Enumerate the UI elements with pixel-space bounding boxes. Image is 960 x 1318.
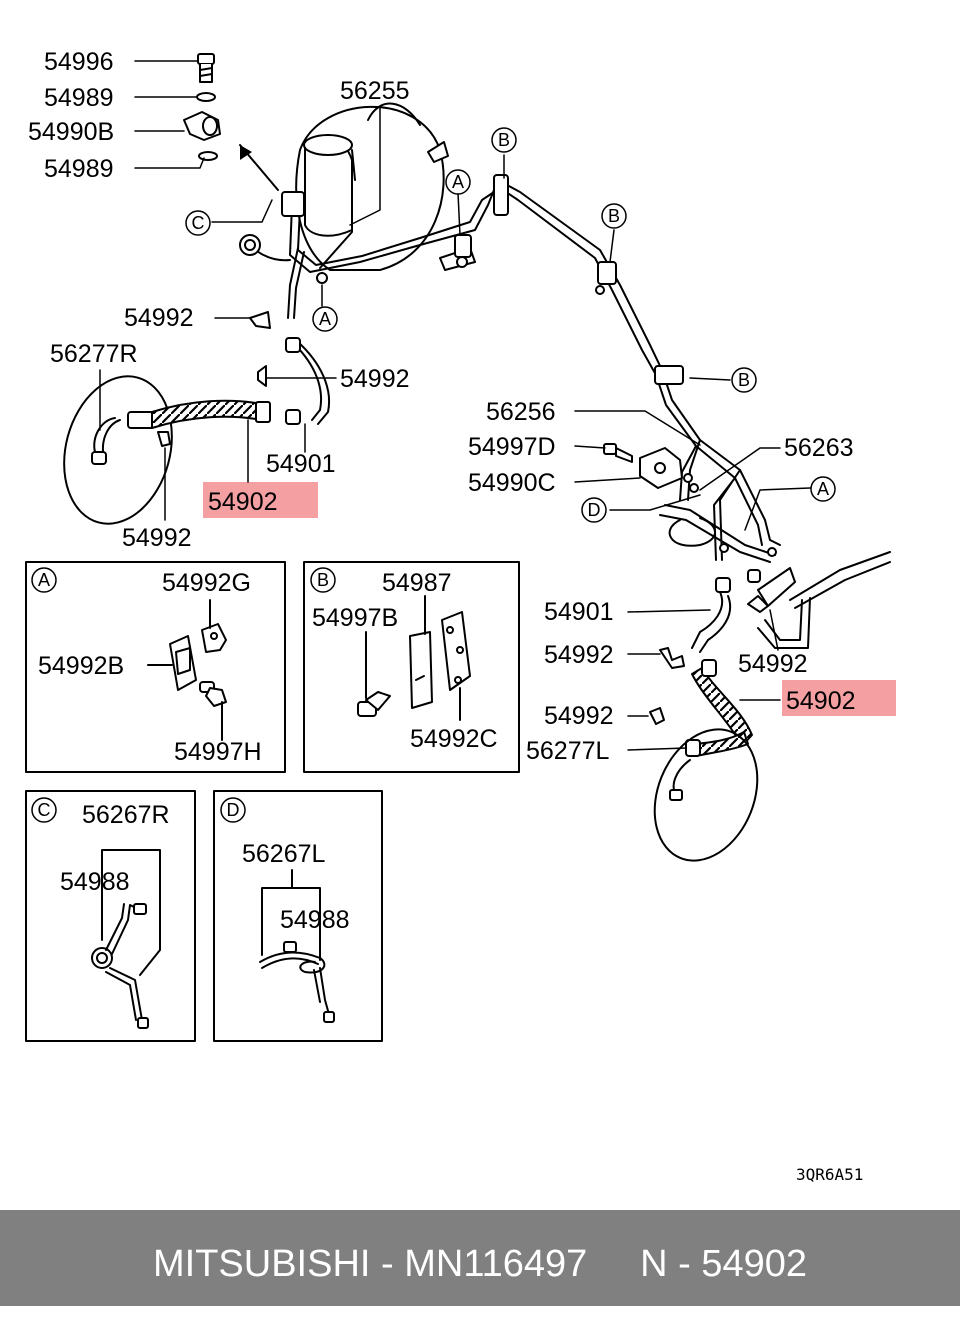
inset-d-parts <box>259 869 335 1023</box>
label-54901-left: 54901 <box>266 450 336 478</box>
callout-circles <box>185 127 836 523</box>
inset-d-frame <box>213 790 383 1042</box>
callout-a-1: A <box>452 172 464 192</box>
label-54902-right: 54902 <box>786 687 856 715</box>
label-54992-right-bracket: 54992 <box>738 650 808 678</box>
label-54988-c: 54988 <box>60 868 130 896</box>
inset-c-letter: C <box>38 800 51 820</box>
highlight-54902-left <box>203 482 318 518</box>
label-54992b: 54992B <box>38 652 124 680</box>
inset-callout-circles <box>31 567 336 823</box>
footer-bar: MITSUBISHI - MN116497 N - 54902 <box>0 1210 960 1306</box>
label-56255: 56255 <box>340 77 410 105</box>
inset-c-parts <box>91 849 161 1029</box>
callout-d-1: D <box>588 500 601 520</box>
callout-b-1: B <box>498 130 510 150</box>
parts-diagram: 54996 54989 54990B 54989 56255 54992 562… <box>25 48 896 1184</box>
label-54997d: 54997D <box>468 433 556 461</box>
inset-d-letter: D <box>227 800 240 820</box>
direction-arrow-icon <box>240 145 252 160</box>
left-brake-assembly <box>63 311 330 525</box>
label-54992-right-lower: 54992 <box>544 702 614 730</box>
label-56256: 56256 <box>486 398 556 426</box>
bolt-washer-stack <box>183 53 279 191</box>
highlight-54902-right <box>782 680 896 716</box>
label-54992-right-upper: 54992 <box>544 641 614 669</box>
footer-part-info: MITSUBISHI - MN116497 N - 54902 <box>153 1243 807 1285</box>
leader-lines <box>99 60 811 751</box>
inset-a-parts <box>147 599 227 741</box>
callout-a-2: A <box>319 309 331 329</box>
brake-line-diagram-svg: 54996 54989 54990B 54989 56255 54992 562… <box>25 48 896 1184</box>
label-54996: 54996 <box>44 48 114 76</box>
callout-a-3: A <box>817 479 829 499</box>
label-56263: 56263 <box>784 434 854 462</box>
label-54992g: 54992G <box>162 569 251 597</box>
label-56277r: 56277R <box>50 340 138 368</box>
brake-pipes <box>249 179 891 649</box>
inset-b-frame <box>303 561 520 773</box>
inset-b-parts <box>357 595 471 721</box>
pipe-clips <box>239 174 684 385</box>
label-54901-right: 54901 <box>544 598 614 626</box>
label-54987: 54987 <box>382 569 452 597</box>
label-56267l: 56267L <box>242 840 326 868</box>
label-54989-upper: 54989 <box>44 84 114 112</box>
inset-a-frame <box>25 561 286 773</box>
callout-b-2: B <box>608 206 620 226</box>
label-54992c: 54992C <box>410 725 498 753</box>
inset-a-letter: A <box>38 570 50 590</box>
label-54990c: 54990C <box>468 469 556 497</box>
part-labels: 54996 54989 54990B 54989 56255 54992 562… <box>28 48 856 934</box>
callout-b-3: B <box>738 370 750 390</box>
brake-booster <box>295 102 476 271</box>
inset-c-frame <box>25 790 196 1042</box>
callout-letters: B A B B C A D A A B C D <box>38 130 830 820</box>
label-54992-left-disc: 54992 <box>122 524 192 552</box>
label-56267r: 56267R <box>82 801 170 829</box>
label-56277l: 56277L <box>526 737 610 765</box>
inset-b-letter: B <box>317 570 329 590</box>
label-54902-left: 54902 <box>208 488 278 516</box>
label-54992-left-hose: 54992 <box>340 365 410 393</box>
diagram-code: 3QR6A51 <box>796 1165 863 1184</box>
callout-c-1: C <box>192 213 205 233</box>
junction-block <box>603 443 796 613</box>
label-54997b: 54997B <box>312 604 398 632</box>
label-54989-lower: 54989 <box>44 155 114 183</box>
label-54997h: 54997H <box>174 738 262 766</box>
right-brake-assembly <box>649 591 759 862</box>
label-54990b: 54990B <box>28 118 114 146</box>
label-54992-top: 54992 <box>124 304 194 332</box>
label-54988-d: 54988 <box>280 906 350 934</box>
